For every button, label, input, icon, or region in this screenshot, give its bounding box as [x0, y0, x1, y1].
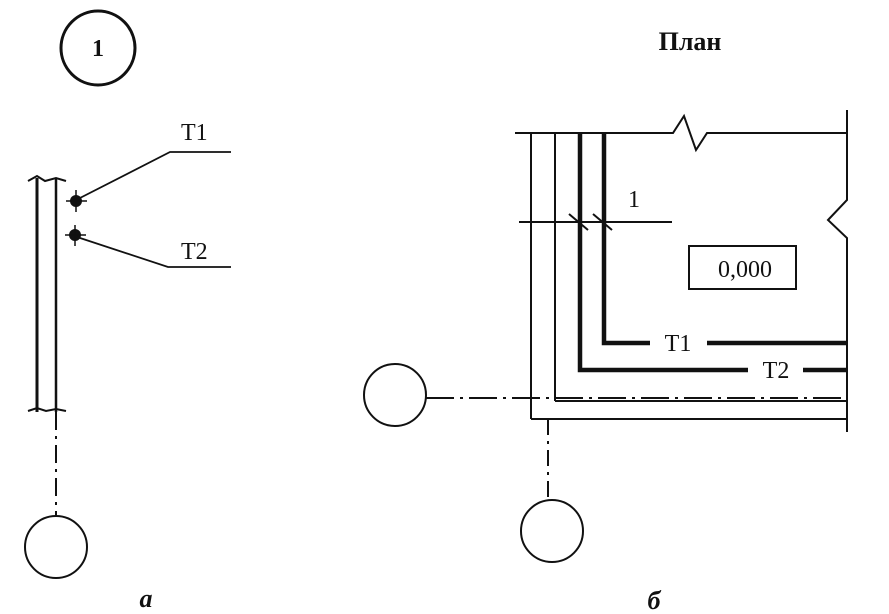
label-t2-b: Т2	[763, 358, 790, 384]
elevation-box	[688, 245, 797, 290]
wall-right-break	[826, 110, 848, 432]
pipe-t2-run	[577, 133, 847, 373]
elevation-value: 0,000	[718, 257, 772, 283]
section-cut-tick-1	[568, 213, 589, 231]
section-a: 1 Т1 Т2 а	[24, 9, 231, 613]
label-t2-a: Т2	[181, 239, 208, 265]
caption-b: б	[648, 586, 662, 614]
pipe-t1-run	[601, 133, 847, 346]
wall-top-line	[515, 113, 847, 153]
wall-break-bottom	[27, 406, 67, 413]
leader-t1	[77, 151, 231, 200]
pipe-t2-section	[65, 225, 86, 246]
section-marker-circle	[59, 9, 137, 87]
axis-bubble-a	[24, 515, 88, 579]
axis-bubble-horizontal	[363, 363, 427, 427]
label-t1-a: Т1	[181, 120, 208, 146]
axis-bubble-vertical	[520, 499, 584, 563]
section-ref-number: 1	[628, 187, 640, 213]
section-cut-tick-2	[592, 213, 613, 231]
plan-title: План	[659, 27, 722, 56]
caption-a: а	[140, 584, 153, 613]
pipe-t1-section	[66, 190, 87, 212]
label-t1-b: Т1	[665, 331, 692, 357]
section-b: План 1 0,000 Т1 Т2	[363, 27, 848, 614]
wall-break-top	[27, 174, 67, 183]
section-marker-number: 1	[92, 36, 104, 62]
leader-t2	[76, 236, 231, 268]
